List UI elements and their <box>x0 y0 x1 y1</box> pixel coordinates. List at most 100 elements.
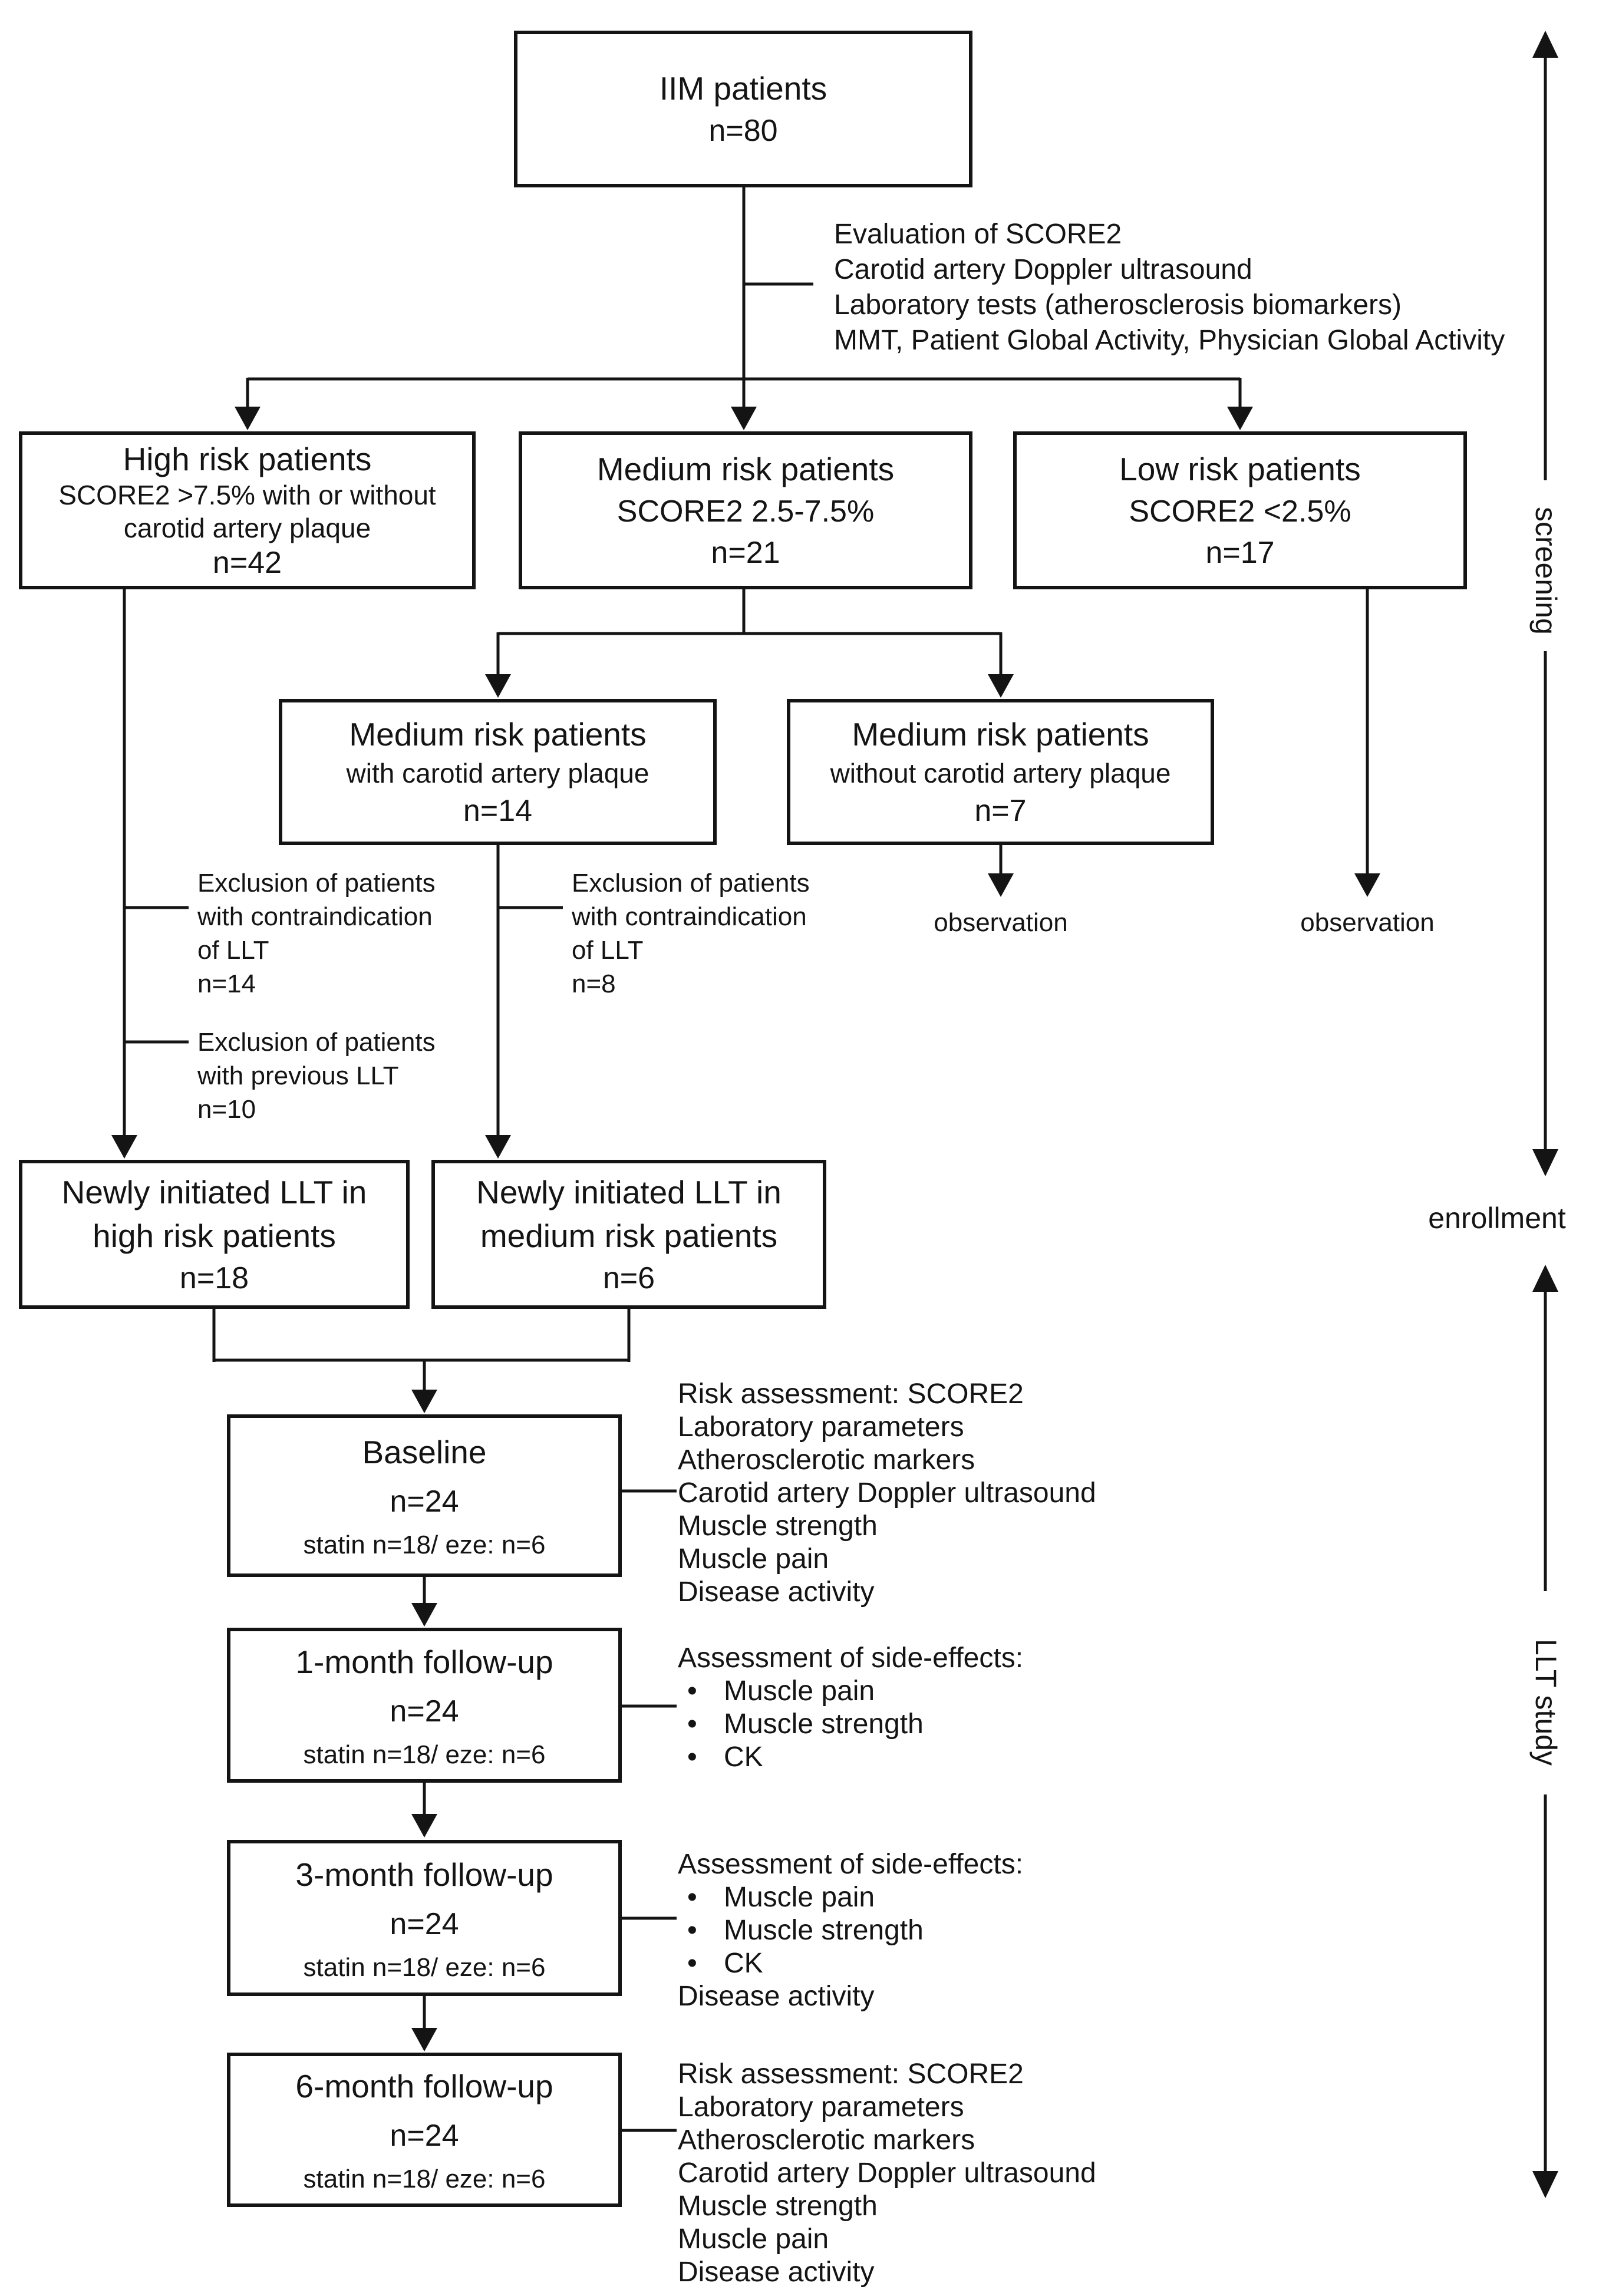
note-bullet: CK <box>678 1947 1023 1980</box>
note-line: Carotid artery Doppler ultrasound <box>678 1477 1096 1509</box>
month1-side-effects-note: Assessment of side-effects: Muscle pain … <box>678 1642 1023 1774</box>
box-subtitle: without carotid artery plaque <box>830 758 1171 789</box>
note-line: with contraindication <box>572 902 807 931</box>
box-medium-without-plaque: Medium risk patients without carotid art… <box>787 699 1214 845</box>
box-count: n=21 <box>711 536 780 570</box>
box-count: n=24 <box>390 1485 459 1519</box>
side-text-ticks <box>621 1489 677 2132</box>
box-count: n=24 <box>390 2119 459 2153</box>
box-title: Medium risk patients <box>349 716 647 753</box>
phase-label-screening: screening <box>1529 506 1562 635</box>
box-count: n=18 <box>179 1261 249 1295</box>
box-title: Low risk patients <box>1119 451 1361 487</box>
note-line: n=8 <box>572 969 616 998</box>
box-iim-patients: IIM patients n=80 <box>514 31 972 187</box>
exclusion-previous-llt-note: Exclusion of patients with previous LLT … <box>197 1025 436 1126</box>
box-count: n=80 <box>708 114 778 148</box>
arrow-medium-split <box>485 589 1014 698</box>
box-6-month-follow-up: 6-month follow-up n=24 statin n=18/ eze:… <box>227 2053 622 2207</box>
month3-side-effects-note: Assessment of side-effects: Muscle pain … <box>678 1848 1023 2013</box>
note-line: Atherosclerotic markers <box>678 2125 975 2156</box>
note-line: Carotid artery Doppler ultrasound <box>678 2158 1096 2189</box>
note-line: Laboratory parameters <box>678 2092 964 2123</box>
box-count: n=42 <box>212 546 282 580</box>
note-line: n=14 <box>197 969 256 998</box>
box-count: n=7 <box>974 794 1027 828</box>
observation-label-low: observation <box>1300 908 1435 937</box>
note-bullet: Muscle pain <box>678 1675 1023 1708</box>
box-title: medium risk patients <box>480 1217 778 1254</box>
note-line: Muscle strength <box>678 2191 878 2222</box>
box-subtitle: SCORE2 <2.5% <box>1129 494 1351 529</box>
note-line: Laboratory tests (atherosclerosis biomar… <box>834 289 1402 321</box>
note-line: of LLT <box>572 936 644 965</box>
month6-assessments-note: Risk assessment: SCORE2 Laboratory param… <box>678 2058 1096 2289</box>
box-medium-with-plaque: Medium risk patients with carotid artery… <box>279 699 717 845</box>
arrow-merge-to-baseline <box>212 1309 631 1413</box>
note-bullet: Muscle pain <box>678 1881 1023 1914</box>
box-count: n=24 <box>390 1906 459 1941</box>
arrow-high-to-llt <box>111 589 189 1159</box>
box-subtitle: statin n=18/ eze: n=6 <box>303 2165 546 2193</box>
note-line: Laboratory parameters <box>678 1411 964 1443</box>
note-header: Assessment of side-effects: <box>678 1642 1024 1674</box>
box-subtitle: SCORE2 >7.5% with or without <box>58 480 436 510</box>
box-title: high risk patients <box>93 1217 336 1254</box>
note-line: Exclusion of patients <box>197 1028 436 1057</box>
box-count: n=6 <box>602 1261 655 1295</box>
arrow-plaque-to-llt <box>485 845 563 1159</box>
note-line: n=10 <box>197 1095 256 1124</box>
box-title: Medium risk patients <box>852 716 1149 753</box>
note-bullet: CK <box>678 1741 1023 1774</box>
note-bullet: Muscle strength <box>678 1914 1023 1947</box>
observation-label-medium: observation <box>934 908 1068 937</box>
box-subtitle: statin n=18/ eze: n=6 <box>303 1740 546 1769</box>
arrow-low-observation <box>1354 589 1380 897</box>
box-title: IIM patients <box>659 70 827 107</box>
note-bullet: Muscle strength <box>678 1708 1023 1741</box>
box-subtitle: SCORE2 2.5-7.5% <box>616 494 875 529</box>
box-title: Newly initiated LLT in <box>476 1173 782 1210</box>
box-subtitle: statin n=18/ eze: n=6 <box>303 1952 546 1982</box>
box-baseline: Baseline n=24 statin n=18/ eze: n=6 <box>227 1414 622 1577</box>
evaluation-note: Evaluation of SCORE2 Carotid artery Dopp… <box>834 217 1505 358</box>
note-line: Exclusion of patients <box>572 869 810 898</box>
box-subtitle: with carotid artery plaque <box>346 758 649 789</box>
screening-span-arrow <box>1532 31 1558 1176</box>
box-1-month-follow-up: 1-month follow-up n=24 statin n=18/ eze:… <box>227 1628 622 1783</box>
note-header: Assessment of side-effects: <box>678 1849 1024 1880</box>
box-low-risk: Low risk patients SCORE2 <2.5% n=17 <box>1013 431 1467 589</box>
note-line: Risk assessment: SCORE2 <box>678 1378 1024 1410</box>
box-medium-risk: Medium risk patients SCORE2 2.5-7.5% n=2… <box>519 431 972 589</box>
box-llt-medium-risk: Newly initiated LLT in medium risk patie… <box>431 1160 826 1309</box>
box-title: 6-month follow-up <box>295 2068 553 2104</box>
box-title: Baseline <box>362 1434 487 1470</box>
arrow-baseline-to-month1 <box>411 1577 437 1627</box>
box-high-risk: High risk patients SCORE2 >7.5% with or … <box>19 431 476 589</box>
note-line: with contraindication <box>197 902 433 931</box>
baseline-assessments-note: Risk assessment: SCORE2 Laboratory param… <box>678 1378 1096 1609</box>
box-subtitle: statin n=18/ eze: n=6 <box>303 1530 546 1559</box>
arrow-iim-to-branch <box>235 186 1253 430</box>
note-line: Muscle strength <box>678 1510 878 1542</box>
note-line: with previous LLT <box>197 1061 399 1090</box>
box-count: n=14 <box>463 794 533 828</box>
note-line: of LLT <box>197 936 269 965</box>
box-llt-high-risk: Newly initiated LLT in high risk patient… <box>19 1160 410 1309</box>
box-title: Medium risk patients <box>596 451 895 487</box>
note-line: Muscle pain <box>678 1543 829 1575</box>
phase-label-llt-study: LLT study <box>1529 1638 1562 1766</box>
box-title: Newly initiated LLT in <box>61 1173 367 1210</box>
note-line: Disease activity <box>678 2257 875 2288</box>
note-line: Evaluation of SCORE2 <box>834 219 1122 250</box>
note-line: Atherosclerotic markers <box>678 1444 975 1476</box>
exclusion-contraindication-high-note: Exclusion of patients with contraindicat… <box>197 866 436 1001</box>
box-subtitle: carotid artery plaque <box>123 513 371 543</box>
note-footer: Disease activity <box>678 1981 875 2012</box>
arrow-month3-to-month6 <box>411 1996 437 2051</box>
box-title: 1-month follow-up <box>295 1643 553 1680</box>
exclusion-contraindication-medium-note: Exclusion of patients with contraindicat… <box>572 866 810 1001</box>
arrow-month1-to-month3 <box>411 1783 437 1838</box>
